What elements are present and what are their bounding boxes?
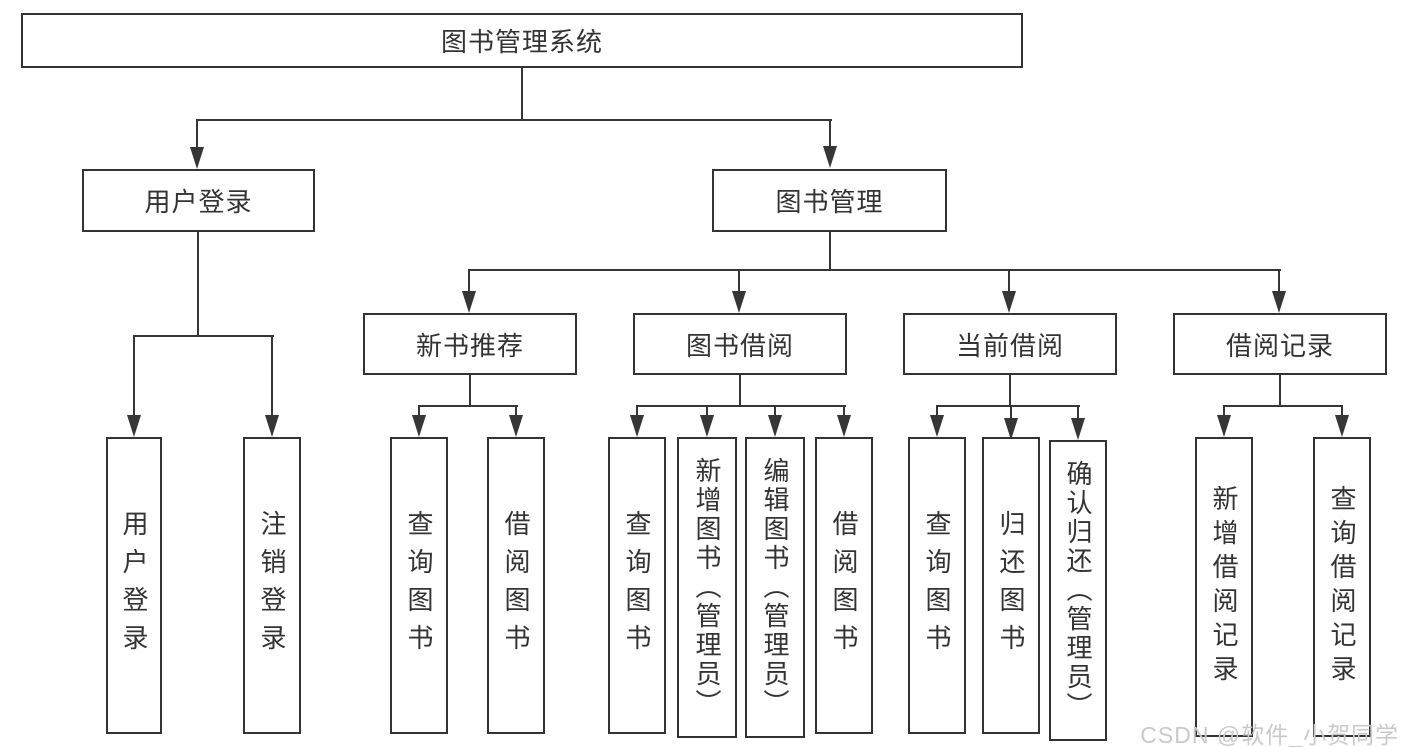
node-borrow-records: 借阅记录 [1173, 313, 1387, 375]
connector-line [197, 119, 832, 121]
node-leaf-add-books-admin: 新增图书（管理员） [677, 437, 737, 738]
node-leaf-query-books-borrowing-label: 查询图书 [622, 509, 652, 662]
arrow-down-icon [837, 405, 851, 437]
node-leaf-confirm-return-admin: 确认归还（管理员） [1049, 440, 1107, 741]
connector-line [1223, 405, 1343, 407]
node-leaf-add-books-admin-label: 新增图书（管理员） [692, 457, 722, 718]
connector-line [469, 375, 471, 407]
node-leaf-add-borrow-record: 新增借阅记录 [1195, 437, 1253, 737]
connector-line [521, 68, 523, 120]
arrow-down-icon [823, 119, 837, 168]
arrow-down-icon [1335, 405, 1349, 437]
node-leaf-logout: 注销登录 [243, 437, 301, 734]
node-leaf-user-login-label: 用户登录 [119, 509, 149, 662]
node-leaf-query-books-recommend: 查询图书 [390, 437, 448, 734]
connector-line [469, 269, 1281, 271]
connector-line [936, 405, 1080, 407]
arrow-down-icon [190, 119, 204, 169]
node-leaf-borrow-books-label: 借阅图书 [829, 509, 859, 662]
node-leaf-return-books: 归还图书 [982, 437, 1040, 734]
node-leaf-query-books-borrowing: 查询图书 [608, 437, 666, 734]
node-leaf-query-borrow-record: 查询借阅记录 [1313, 437, 1371, 737]
node-book-borrowing: 图书借阅 [633, 313, 847, 375]
node-leaf-confirm-return-admin-label: 确认归还（管理员） [1063, 460, 1093, 721]
node-leaf-add-borrow-record-label: 新增借阅记录 [1209, 485, 1239, 689]
connector-line [1009, 375, 1011, 407]
connector-line [739, 375, 741, 407]
arrow-down-icon [1217, 405, 1231, 437]
arrow-down-icon [630, 405, 644, 437]
node-user-login: 用户登录 [82, 169, 315, 232]
node-leaf-borrow-books-recommend: 借阅图书 [487, 437, 545, 734]
arrow-down-icon [930, 405, 944, 437]
node-leaf-borrow-books: 借阅图书 [815, 437, 873, 734]
arrow-down-icon [1002, 269, 1016, 313]
node-book-management: 图书管理 [712, 169, 947, 232]
node-root: 图书管理系统 [21, 13, 1023, 68]
arrow-down-icon [732, 269, 746, 313]
node-user-login-label: 用户登录 [144, 187, 253, 217]
arrow-down-icon [768, 405, 782, 437]
connector-line [636, 405, 846, 407]
node-new-book-recommend: 新书推荐 [363, 313, 577, 375]
node-book-management-label: 图书管理 [775, 187, 884, 217]
arrow-down-icon [1272, 269, 1286, 313]
arrow-down-icon [462, 269, 476, 313]
csdn-watermark: CSDN @软件_小贺同学 [1140, 722, 1399, 747]
node-current-borrowing-label: 当前借阅 [955, 330, 1064, 361]
node-leaf-query-borrow-record-label: 查询借阅记录 [1327, 485, 1357, 689]
node-current-borrowing: 当前借阅 [903, 313, 1117, 375]
node-leaf-user-login: 用户登录 [106, 437, 162, 734]
node-leaf-edit-books-admin: 编辑图书（管理员） [745, 437, 805, 738]
arrow-down-icon [700, 405, 714, 437]
node-borrow-records-label: 借阅记录 [1225, 330, 1334, 361]
arrow-down-icon [127, 335, 141, 437]
connector-line [418, 405, 518, 407]
arrow-down-icon [1004, 405, 1018, 440]
connector-line [133, 335, 274, 337]
node-leaf-query-books-current: 查询图书 [908, 437, 966, 734]
node-leaf-borrow-books-recommend-label: 借阅图书 [501, 509, 531, 662]
connector-line [1279, 375, 1281, 407]
arrow-down-icon [509, 405, 523, 437]
node-new-book-recommend-label: 新书推荐 [415, 330, 524, 361]
arrow-down-icon [1071, 405, 1085, 440]
arrow-down-icon [265, 335, 279, 437]
arrow-down-icon [412, 405, 426, 437]
connector-line [829, 232, 831, 271]
node-leaf-query-books-current-label: 查询图书 [922, 509, 952, 662]
node-leaf-query-books-recommend-label: 查询图书 [404, 509, 434, 662]
node-leaf-return-books-label: 归还图书 [996, 509, 1026, 662]
node-root-label: 图书管理系统 [440, 27, 603, 57]
node-leaf-edit-books-admin-label: 编辑图书（管理员） [760, 457, 790, 718]
node-leaf-logout-label: 注销登录 [257, 509, 287, 662]
connector-line [197, 232, 199, 337]
node-book-borrowing-label: 图书借阅 [685, 330, 794, 361]
